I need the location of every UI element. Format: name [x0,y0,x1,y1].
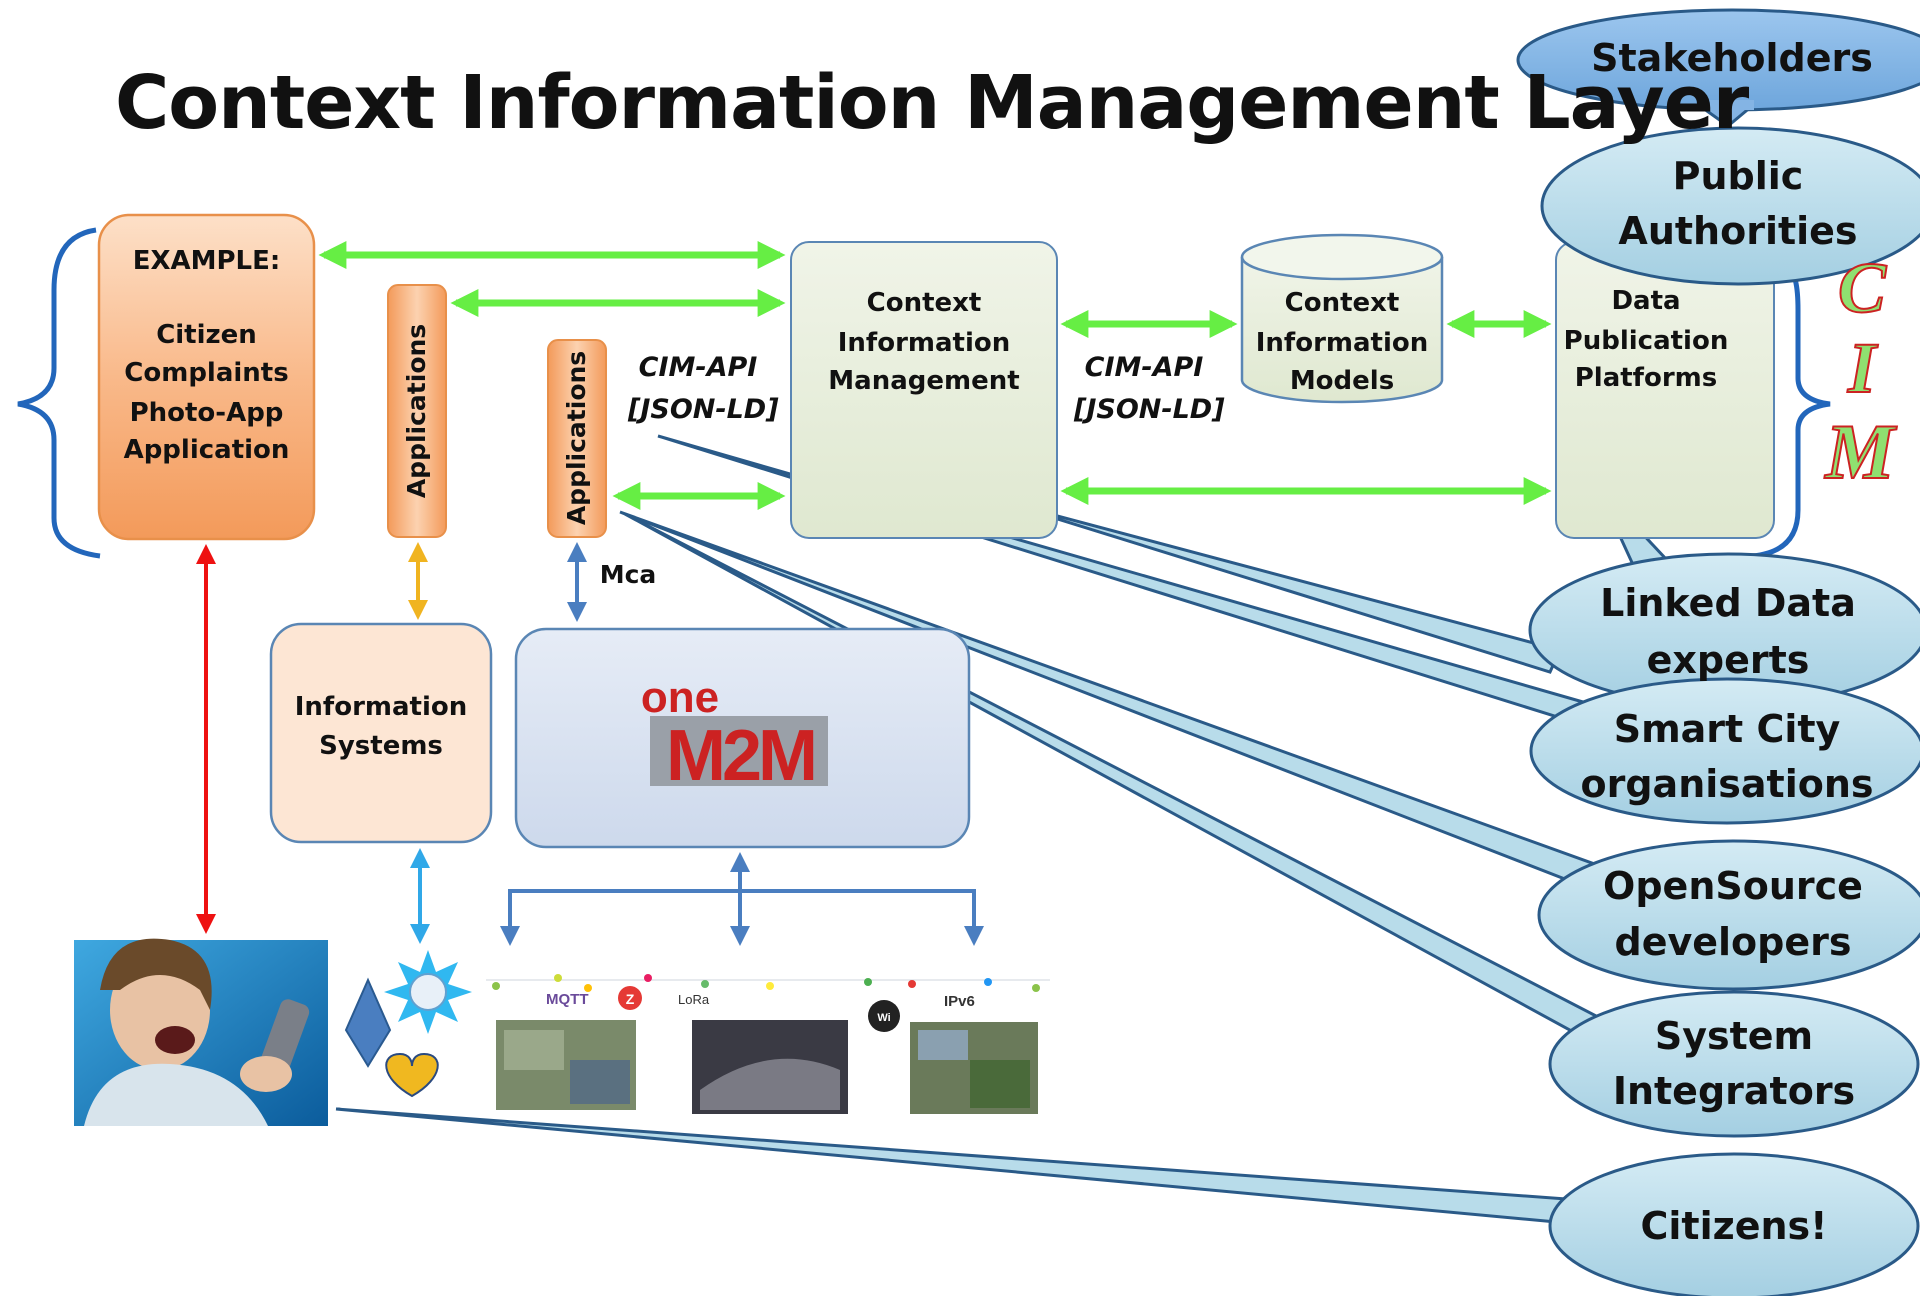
example-app-box [97,213,316,541]
callout-integrators [1548,990,1920,1138]
callout-opensource [1537,839,1920,991]
example-line-1: Citizen [156,320,257,350]
info-systems-line-2: Systems [319,731,443,761]
citizen-photo [74,938,328,1126]
publication-line-3: Platforms [1574,363,1718,393]
heart-icon [385,1052,439,1098]
models-cylinder [1240,233,1444,404]
svg-text:Z: Z [626,991,635,1007]
api-left-line-2: [JSON-LD] [628,394,779,425]
protocol-mqtt: MQTT [546,991,589,1008]
callout-linked-data-line-2: experts [1646,638,1810,682]
api-left-line-1: CIM-API [638,352,758,383]
cim-letter-c: C [1838,248,1887,328]
example-line-2: Complaints [124,358,289,388]
callout-opensource-line-2: developers [1614,920,1852,964]
info-systems-box [269,622,493,844]
api-right-line-2: [JSON-LD] [1074,394,1225,425]
models-line-3: Models [1289,366,1395,396]
svg-text:one: one [641,673,719,722]
protocol-ipv6: IPv6 [944,993,975,1010]
callout-public-authorities-line-2: Authorities [1618,209,1858,253]
cim-letter-m: M [1823,408,1897,495]
cim-vertical-label: C I M [1822,247,1898,496]
callout-integrators-line-2: Integrators [1612,1069,1856,1113]
example-heading: EXAMPLE: [132,246,281,276]
callout-citizens-line-1: Citizens! [1640,1204,1828,1248]
callout-smart-city-line-1: Smart City [1613,707,1841,751]
callout-public-authorities [1540,126,1920,286]
cim-box [790,241,1058,539]
cim-letter-i: I [1847,328,1879,408]
example-line-4: Application [123,435,290,465]
left-brace [17,227,101,559]
tail-linked-data [989,496,1563,674]
tail-citizens [335,1107,1582,1226]
sun-icon [384,950,472,1034]
page-title: Context Information Management Layer [115,60,1749,146]
callout-linked-data-line-1: Linked Data [1600,581,1856,625]
publication-line-2: Publication [1563,326,1729,356]
svg-text:Wi: Wi [877,1012,890,1024]
mca-label: Mca [599,560,657,589]
diamond-icon [344,977,392,1068]
applications-label-2: Applications [562,350,591,526]
callout-integrators-line-1: System [1654,1014,1814,1058]
protocol-lora: LoRa [678,992,710,1007]
api-right-line-1: CIM-API [1084,352,1204,383]
callouts [1528,126,1920,1296]
models-line-2: Information [1255,328,1429,358]
cim-line-1: Context [866,288,982,318]
callout-citizens [1548,1152,1920,1296]
stakeholders-bubble [1516,8,1920,128]
right-brace [1751,267,1831,559]
cim-line-2: Information [837,328,1011,358]
example-line-3: Photo-App [129,398,284,428]
svg-text:M2M: M2M [666,716,814,796]
publication-line-1: Data [1611,286,1681,316]
protocol-strip: Z Wi MQTT LoRa IPv6 [486,974,1050,1114]
applications-box-1 [387,284,447,538]
models-line-1: Context [1284,288,1400,318]
green-arrows [318,241,1552,510]
callout-smart-city-line-2: organisations [1580,762,1874,806]
cim-line-3: Management [828,366,1020,396]
callout-public-authorities-line-1: Public [1672,154,1804,198]
stakeholders-header: Stakeholders [1591,36,1873,80]
callout-smart-city [1529,677,1920,825]
applications-box-2 [547,339,607,538]
callout-opensource-line-1: OpenSource [1603,864,1863,908]
applications-label-1: Applications [402,323,431,499]
onem2m-tree [500,852,984,946]
onem2m-logo: one M2M [641,673,828,796]
info-systems-line-1: Information [294,692,468,722]
